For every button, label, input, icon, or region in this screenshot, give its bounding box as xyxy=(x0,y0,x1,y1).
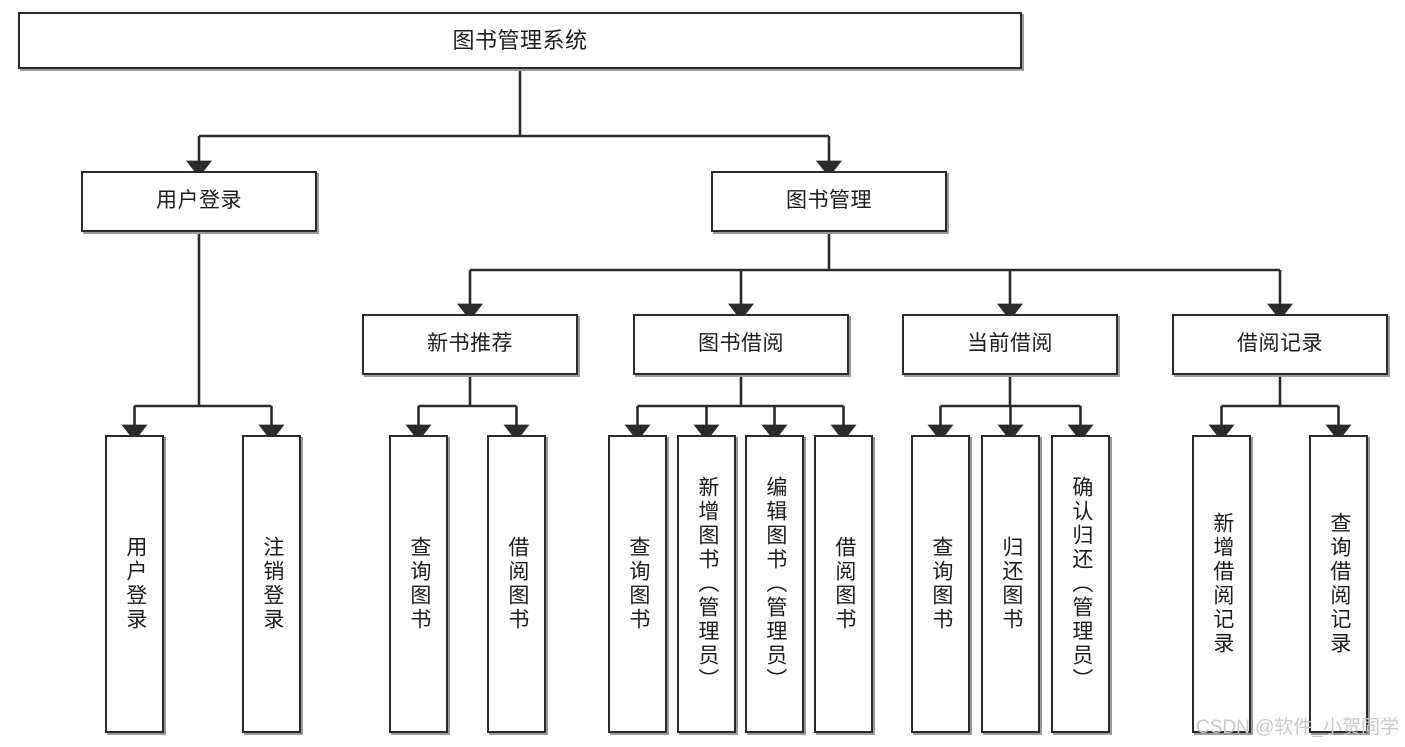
node-user-login[interactable]: 用户登录 xyxy=(81,171,317,232)
node-label-leaf-borrow-query-book: 查询图书 xyxy=(626,536,650,632)
node-label-leaf-record-add: 新增借阅记录 xyxy=(1210,512,1234,656)
watermark-credit: CSDN @软件_小贺同学 xyxy=(1196,717,1399,738)
node-label-leaf-borrow-edit-book: 编辑图书（管理员） xyxy=(763,476,787,692)
node-label-new-book-rec: 新书推荐 xyxy=(427,332,513,356)
node-label-leaf-record-query: 查询借阅记录 xyxy=(1327,512,1351,656)
node-label-leaf-rec-query-book: 查询图书 xyxy=(407,536,431,632)
node-leaf-record-add[interactable]: 新增借阅记录 xyxy=(1192,435,1251,733)
tree-connectors xyxy=(121,69,1352,442)
node-label-leaf-user-logout: 注销登录 xyxy=(260,536,284,632)
node-label-leaf-rec-borrow-book: 借阅图书 xyxy=(505,536,529,632)
node-current-borrow[interactable]: 当前借阅 xyxy=(902,314,1118,375)
node-leaf-borrow-query-book[interactable]: 查询图书 xyxy=(608,435,667,733)
node-label-leaf-current-confirm-return: 确认归还（管理员） xyxy=(1069,476,1093,692)
node-label-leaf-user-login: 用户登录 xyxy=(123,536,147,632)
node-leaf-rec-query-book[interactable]: 查询图书 xyxy=(389,435,448,733)
node-leaf-user-login[interactable]: 用户登录 xyxy=(105,435,164,733)
node-root[interactable]: 图书管理系统 xyxy=(18,12,1022,69)
node-book-manage[interactable]: 图书管理 xyxy=(711,171,947,232)
node-label-current-borrow: 当前借阅 xyxy=(967,332,1053,356)
node-label-leaf-borrow-add-book: 新增图书（管理员） xyxy=(695,476,719,692)
node-label-leaf-borrow-borrow-book: 借阅图书 xyxy=(832,536,856,632)
node-label-book-manage: 图书管理 xyxy=(786,189,872,213)
node-leaf-record-query[interactable]: 查询借阅记录 xyxy=(1309,435,1368,733)
node-leaf-rec-borrow-book[interactable]: 借阅图书 xyxy=(487,435,546,733)
node-label-root: 图书管理系统 xyxy=(452,27,588,53)
node-leaf-borrow-add-book[interactable]: 新增图书（管理员） xyxy=(677,435,736,733)
node-leaf-current-confirm-return[interactable]: 确认归还（管理员） xyxy=(1051,435,1110,733)
node-leaf-borrow-borrow-book[interactable]: 借阅图书 xyxy=(814,435,873,733)
node-label-borrow-record: 借阅记录 xyxy=(1237,332,1323,356)
node-new-book-rec[interactable]: 新书推荐 xyxy=(362,314,578,375)
node-borrow-record[interactable]: 借阅记录 xyxy=(1172,314,1388,375)
node-leaf-user-logout[interactable]: 注销登录 xyxy=(242,435,301,733)
node-label-user-login: 用户登录 xyxy=(156,189,242,213)
node-leaf-current-return-book[interactable]: 归还图书 xyxy=(981,435,1040,733)
node-label-leaf-current-query-book: 查询图书 xyxy=(929,536,953,632)
node-book-borrow[interactable]: 图书借阅 xyxy=(633,314,849,375)
node-leaf-current-query-book[interactable]: 查询图书 xyxy=(911,435,970,733)
node-label-leaf-current-return-book: 归还图书 xyxy=(999,536,1023,632)
node-leaf-borrow-edit-book[interactable]: 编辑图书（管理员） xyxy=(745,435,804,733)
node-label-book-borrow: 图书借阅 xyxy=(698,332,784,356)
